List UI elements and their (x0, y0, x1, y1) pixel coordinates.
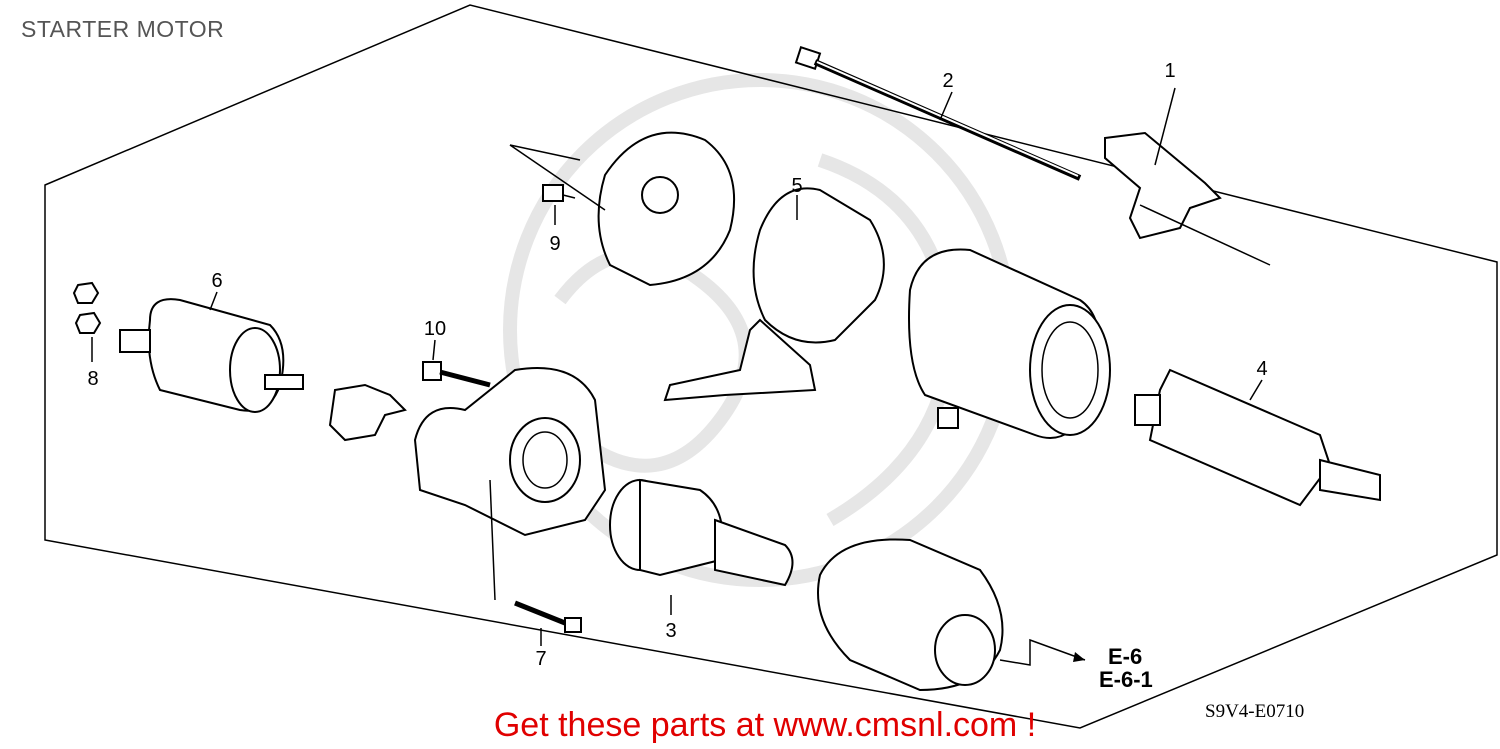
callout-3: 3 (665, 620, 676, 642)
promo-link[interactable]: Get these parts at www.cmsnl.com ! (494, 706, 1036, 744)
callout-1: 1 (1164, 60, 1175, 82)
part-3-overrunning-clutch (609, 478, 794, 615)
callout-9: 9 (549, 233, 560, 255)
part-6-solenoid (119, 291, 304, 413)
part-5-brush-holder (663, 187, 885, 402)
part-9-brush-plate (509, 131, 736, 287)
part-8-nuts (72, 281, 102, 362)
part-1-bracket (1104, 87, 1271, 266)
assembly-outline (44, 4, 1498, 729)
callout-10: 10 (424, 318, 446, 340)
callout-2: 2 (942, 70, 953, 92)
gear-housing (413, 367, 607, 537)
part-7-bolt (489, 479, 582, 646)
reference-e6[interactable]: E-6 (1108, 644, 1142, 669)
page-title: STARTER MOTOR (21, 16, 225, 42)
callout-8: 8 (87, 368, 98, 390)
part-2-through-bolt (794, 46, 1082, 181)
callout-7: 7 (535, 648, 546, 670)
front-housing (817, 538, 1086, 692)
diagram-code: S9V4-E0710 (1205, 701, 1304, 722)
callout-6: 6 (211, 270, 222, 292)
callout-4: 4 (1256, 358, 1267, 380)
callout-5: 5 (791, 175, 802, 197)
part-4-armature (1134, 368, 1381, 507)
shift-lever (328, 383, 407, 442)
yoke-housing (908, 248, 1111, 439)
reference-e6-1[interactable]: E-6-1 (1099, 667, 1153, 692)
part-10-bolt (422, 339, 491, 388)
